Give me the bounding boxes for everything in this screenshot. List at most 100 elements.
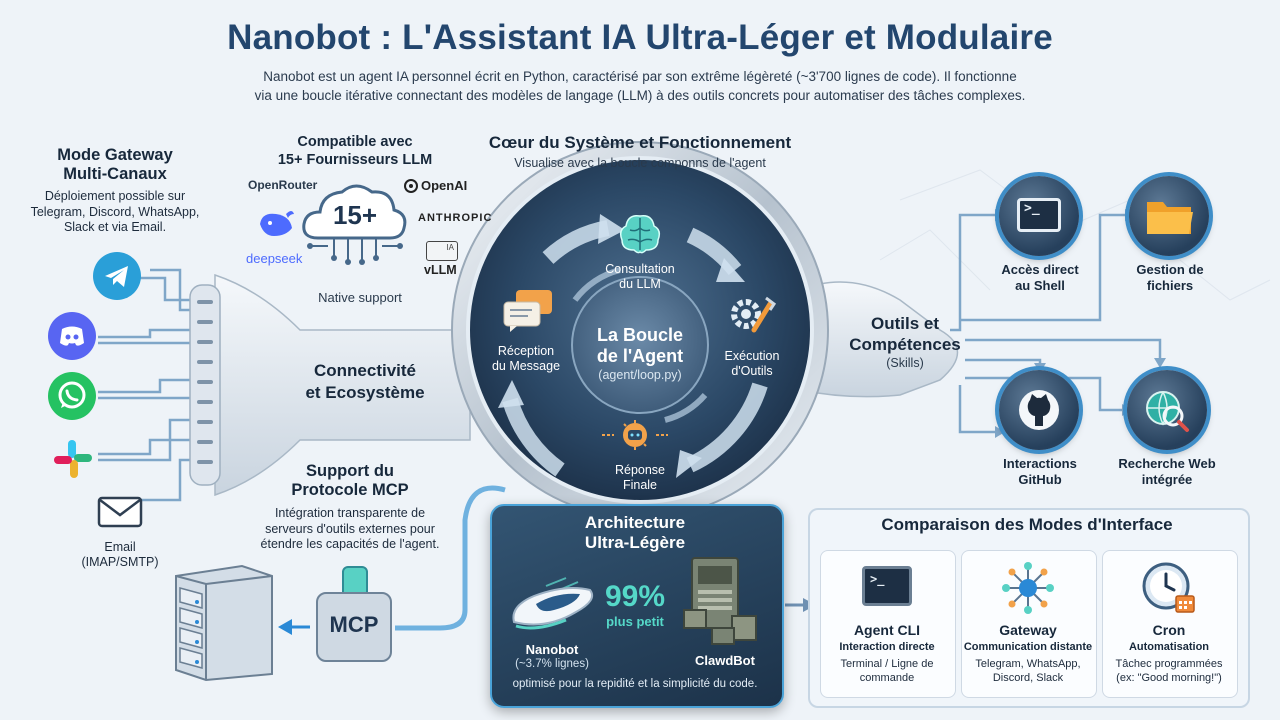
mcp-desc-line: serveurs d'outils externes pour <box>265 521 435 536</box>
tool-shell-label: Accès direct au Shell <box>980 262 1100 294</box>
mcp-desc-line: étendre les capacités de l'agent. <box>260 537 440 551</box>
mode-desc-line: Telegram, WhatsApp, <box>975 658 1081 670</box>
mode-desc-line: Discord, Slack <box>992 672 1064 684</box>
mode-desc-line: Terminal / Ligne de <box>840 658 934 670</box>
mcp-desc: Intégration transparente de serveurs d'o… <box>240 506 460 553</box>
step-resp-line: Réponse <box>614 463 666 477</box>
terminal-icon: >_ <box>1017 198 1061 232</box>
mode-name: Cron <box>1152 622 1186 638</box>
provider-openai: OpenAI <box>421 178 468 193</box>
architecture-title-line: Ultra-Légère <box>584 533 686 552</box>
tool-shell-line: au Shell <box>1015 278 1065 293</box>
tools-gear-icon <box>724 290 777 342</box>
mode-name: Agent CLI <box>853 622 921 638</box>
brain-icon <box>616 210 664 258</box>
web-search-tool-icon <box>1127 370 1207 450</box>
email-label-line: (IMAP/SMTP) <box>81 555 159 569</box>
architecture-title-line: Architecture <box>584 513 686 532</box>
connectivity-line: et Ecosystème <box>305 383 425 402</box>
mcp-badge-box <box>316 592 392 662</box>
deepseek-whale-icon <box>256 206 296 240</box>
discord-icon <box>48 312 96 360</box>
tools-skills-label: (Skills) <box>886 356 924 370</box>
clawdbot-machine-icon <box>680 552 760 648</box>
tool-web-label: Recherche Web intégrée <box>1100 456 1234 488</box>
step-resp-line: Finale <box>622 478 658 492</box>
telegram-icon <box>93 252 141 300</box>
gateway-desc-line: Slack et via Email. <box>63 220 167 234</box>
tool-web-line: Recherche Web <box>1118 456 1216 471</box>
email-label: Email (IMAP/SMTP) <box>60 540 180 570</box>
gateway-section: Mode Gateway Multi-Canaux Déploiement po… <box>20 146 210 236</box>
email-icon <box>97 496 143 528</box>
provider-anthropic: ANTHROPIC <box>418 212 493 224</box>
tools-title-line: Compétences <box>849 335 961 354</box>
tool-files-line: Gestion de <box>1136 262 1204 277</box>
clawdbot-label: ClawdBot <box>695 653 755 668</box>
connectivity-label: Connectivité et Ecosystème <box>290 360 440 404</box>
mode-desc: Telegram, WhatsApp, Discord, Slack <box>961 657 1095 685</box>
github-tool-icon <box>999 370 1079 450</box>
tool-web-line: intégrée <box>1141 472 1193 487</box>
email-label-line: Email <box>104 540 136 554</box>
loop-center-path: (agent/loop.py) <box>598 368 682 382</box>
llm-title-line: Compatible avec <box>297 134 413 150</box>
mcp-title: Support du Protocole MCP <box>270 462 430 500</box>
plug-head <box>342 566 368 596</box>
page-title: Nanobot : L'Assistant IA Ultra-Léger et … <box>227 18 1053 57</box>
gateway-title: Mode Gateway Multi-Canaux <box>20 146 210 184</box>
step-exec-line: Exécution <box>724 349 780 363</box>
tool-shell-line: Accès direct <box>1001 262 1079 277</box>
nanobot-sub: (~3.7% lignes) <box>515 658 589 670</box>
step-llm-line: Consultation <box>605 262 675 276</box>
comparison-title: Comparaison des Modes d'Interface <box>881 515 1173 534</box>
nanobot-label: Nanobot <box>525 642 579 657</box>
vllm-chip-icon: IA <box>426 241 458 261</box>
terminal-icon: >_ <box>862 566 912 606</box>
native-support-label: Native support <box>318 290 402 305</box>
mode-desc: Terminal / Ligne de commande <box>820 657 954 685</box>
shell-tool-icon: >_ <box>999 176 1079 256</box>
network-hub-icon <box>1000 560 1056 616</box>
cloud-icon <box>298 176 410 266</box>
step-recv-line: du Message <box>491 359 561 373</box>
provider-openrouter: OpenRouter <box>248 178 318 192</box>
tool-github-label: Interactions GitHub <box>980 456 1100 488</box>
whatsapp-icon <box>48 372 96 420</box>
mcp-badge: MCP <box>329 612 379 637</box>
step-llm-label: Consultation du LLM <box>580 262 700 292</box>
files-tool-icon <box>1129 176 1209 256</box>
mode-desc: Tâchec programmées (ex: "Good morning!") <box>1102 657 1236 685</box>
mode-sub: Interaction directe <box>839 641 935 653</box>
gateway-desc: Déploiement possible sur Telegram, Disco… <box>20 189 210 236</box>
tool-github-line: GitHub <box>1018 472 1062 487</box>
step-llm-line: du LLM <box>619 277 661 291</box>
architecture-footer: optimisé pour la repidité et la simplici… <box>512 678 758 690</box>
provider-vllm: vLLM <box>424 263 457 277</box>
slack-icon <box>50 436 96 482</box>
loop-center-line: La Boucle <box>596 325 684 345</box>
subtitle-line: via une boucle itérative connectant des … <box>254 88 1026 103</box>
subtitle-line: Nanobot est un agent IA personnel écrit … <box>263 69 1017 84</box>
mode-desc-line: commande <box>859 672 915 684</box>
llm-title-line: 15+ Fournisseurs LLM <box>277 152 433 168</box>
step-exec-label: Exécution d'Outils <box>712 349 792 379</box>
percent-value: 99% <box>604 580 666 613</box>
llm-title: Compatible avec 15+ Fournisseurs LLM <box>250 133 460 169</box>
tool-github-line: Interactions <box>1003 456 1077 471</box>
gateway-title-line: Mode Gateway <box>57 146 173 164</box>
mode-desc-line: Tâchec programmées <box>1115 658 1223 670</box>
architecture-title: Architecture Ultra-Légère <box>490 513 780 553</box>
mode-desc-line: (ex: "Good morning!") <box>1116 672 1222 684</box>
mode-name: Gateway <box>999 622 1057 638</box>
provider-deepseek: deepseek <box>246 251 303 266</box>
openai-icon <box>403 178 419 194</box>
llm-count: 15+ <box>332 200 378 230</box>
mode-sub: Communication distante <box>963 641 1093 653</box>
gateway-desc-line: Telegram, Discord, WhatsApp, <box>30 204 200 219</box>
mcp-title-line: Support du <box>306 462 394 480</box>
mcp-plug-icon: MCP <box>316 566 392 662</box>
tool-files-line: fichiers <box>1146 278 1194 293</box>
mcp-title-line: Protocole MCP <box>291 481 409 499</box>
